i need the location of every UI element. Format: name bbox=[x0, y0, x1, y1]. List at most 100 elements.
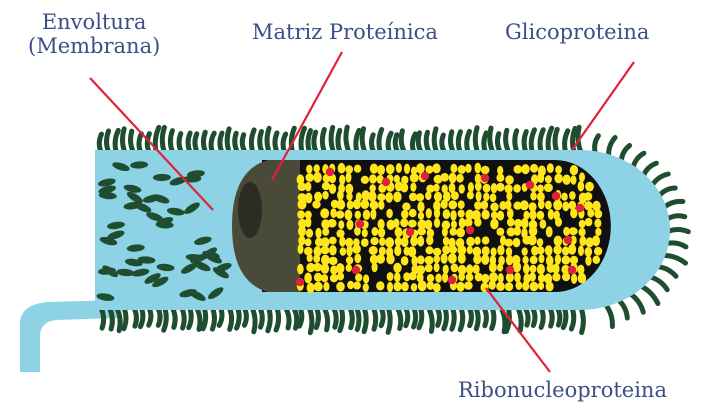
spike bbox=[275, 133, 277, 152]
ribonucleoprotein-granule bbox=[369, 246, 378, 255]
ribonucleoprotein-granule bbox=[585, 218, 593, 226]
spike bbox=[286, 308, 289, 328]
spike bbox=[334, 308, 337, 327]
ribonucleoprotein-granule bbox=[459, 184, 465, 193]
ribonucleoprotein-granule bbox=[337, 272, 344, 280]
ribonucleoprotein-granule bbox=[354, 254, 361, 264]
spike bbox=[122, 129, 124, 152]
spike bbox=[115, 130, 118, 152]
spike bbox=[667, 243, 686, 247]
matrix-shadow bbox=[238, 182, 262, 238]
ribonucleoprotein-granule bbox=[369, 174, 377, 183]
ribonucleoprotein-granule bbox=[578, 273, 587, 284]
ribonucleoprotein-granule bbox=[417, 236, 424, 247]
ribonucleoprotein-granule bbox=[304, 273, 312, 284]
ribonucleoprotein-granule bbox=[456, 174, 464, 183]
ribonucleoprotein-granule bbox=[442, 245, 450, 254]
ribonucleoprotein-granule bbox=[458, 273, 465, 282]
spike bbox=[643, 163, 656, 176]
ribonucleoprotein-granule bbox=[529, 226, 538, 236]
spike bbox=[158, 308, 160, 325]
ribonucleoprotein-granule bbox=[513, 238, 521, 247]
ribonucleoprotein-granule bbox=[521, 164, 529, 174]
spike bbox=[346, 127, 349, 152]
ribonucleoprotein-granule bbox=[362, 229, 368, 237]
ribonucleoprotein-granule bbox=[449, 246, 457, 254]
spike bbox=[525, 308, 528, 325]
red-dot bbox=[448, 276, 456, 284]
ribonucleoprotein-granule bbox=[458, 210, 465, 218]
spike bbox=[350, 308, 352, 328]
red-dot bbox=[382, 178, 390, 186]
ribonucleoprotein-granule bbox=[466, 264, 473, 274]
ribonucleoprotein-granule bbox=[514, 272, 521, 282]
ribonucleoprotein-granule bbox=[505, 239, 513, 247]
spike bbox=[124, 308, 126, 329]
ribonucleoprotein-granule bbox=[338, 220, 344, 229]
ribonucleoprotein-granule bbox=[379, 237, 385, 246]
ribonucleoprotein-granule bbox=[490, 219, 498, 230]
ribonucleoprotein-granule bbox=[595, 228, 601, 236]
ribonucleoprotein-granule bbox=[353, 281, 361, 289]
spike bbox=[237, 308, 240, 328]
spike bbox=[398, 308, 401, 329]
spike bbox=[230, 308, 232, 329]
ribonucleoprotein-granule bbox=[372, 263, 378, 273]
ribonucleoprotein-granule bbox=[297, 264, 304, 275]
spike bbox=[301, 128, 305, 152]
ribonucleoprotein-granule bbox=[523, 263, 530, 274]
ribonucleoprotein-granule bbox=[579, 220, 586, 229]
ribonucleoprotein-granule bbox=[393, 219, 399, 228]
ribonucleoprotein-granule bbox=[537, 185, 544, 193]
spike bbox=[658, 267, 676, 277]
ribonucleoprotein-granule bbox=[410, 183, 416, 192]
ribonucleoprotein-granule bbox=[425, 264, 433, 272]
spike bbox=[541, 308, 543, 327]
spike bbox=[414, 308, 416, 327]
ribonucleoprotein-granule bbox=[387, 272, 394, 281]
red-dot bbox=[406, 228, 414, 236]
spike bbox=[294, 308, 297, 328]
ribonucleoprotein-granule bbox=[313, 263, 322, 272]
ribonucleoprotein-granule bbox=[425, 256, 434, 265]
ribonucleoprotein-granule bbox=[579, 172, 585, 182]
spike bbox=[316, 308, 318, 328]
spike bbox=[401, 131, 404, 152]
ribonucleoprotein-granule bbox=[545, 245, 553, 256]
spike bbox=[619, 300, 628, 318]
ribonucleoprotein-granule bbox=[448, 200, 457, 209]
ribonucleoprotein-granule bbox=[441, 199, 448, 209]
ribonucleoprotein-granule bbox=[313, 172, 321, 183]
ribonucleoprotein-granule bbox=[338, 163, 346, 174]
ribonucleoprotein-granule bbox=[507, 218, 515, 227]
spike bbox=[338, 130, 340, 152]
ribonucleoprotein-granule bbox=[552, 273, 560, 282]
ribonucleoprotein-granule bbox=[465, 164, 472, 173]
ribonucleoprotein-granule bbox=[321, 246, 330, 254]
ribonucleoprotein-granule bbox=[434, 255, 440, 264]
spike bbox=[650, 277, 667, 290]
spike bbox=[162, 127, 164, 152]
ribonucleoprotein-granule bbox=[522, 281, 529, 291]
ribonucleoprotein-granule bbox=[305, 238, 312, 246]
spike bbox=[211, 133, 214, 152]
ribonucleoprotein-granule bbox=[427, 281, 434, 290]
ribonucleoprotein-granule bbox=[489, 280, 496, 289]
ribonucleoprotein-granule bbox=[490, 203, 498, 212]
spike bbox=[179, 134, 181, 152]
ribonucleoprotein-granule bbox=[410, 236, 418, 246]
ribonucleoprotein-granule bbox=[363, 283, 369, 292]
ribonucleoprotein-granule bbox=[548, 209, 554, 220]
spike bbox=[458, 132, 460, 152]
ribonucleoprotein-granule bbox=[416, 163, 425, 173]
spike bbox=[490, 128, 493, 152]
red-dot bbox=[296, 278, 304, 286]
ribonucleoprotein-granule bbox=[505, 282, 513, 291]
spike bbox=[324, 308, 327, 330]
ribonucleoprotein-granule bbox=[320, 208, 329, 218]
ribonucleoprotein-granule bbox=[323, 282, 329, 291]
ribonucleoprotein-granule bbox=[530, 282, 539, 291]
ribonucleoprotein-granule bbox=[481, 200, 488, 209]
ribonucleoprotein-granule bbox=[530, 164, 538, 173]
